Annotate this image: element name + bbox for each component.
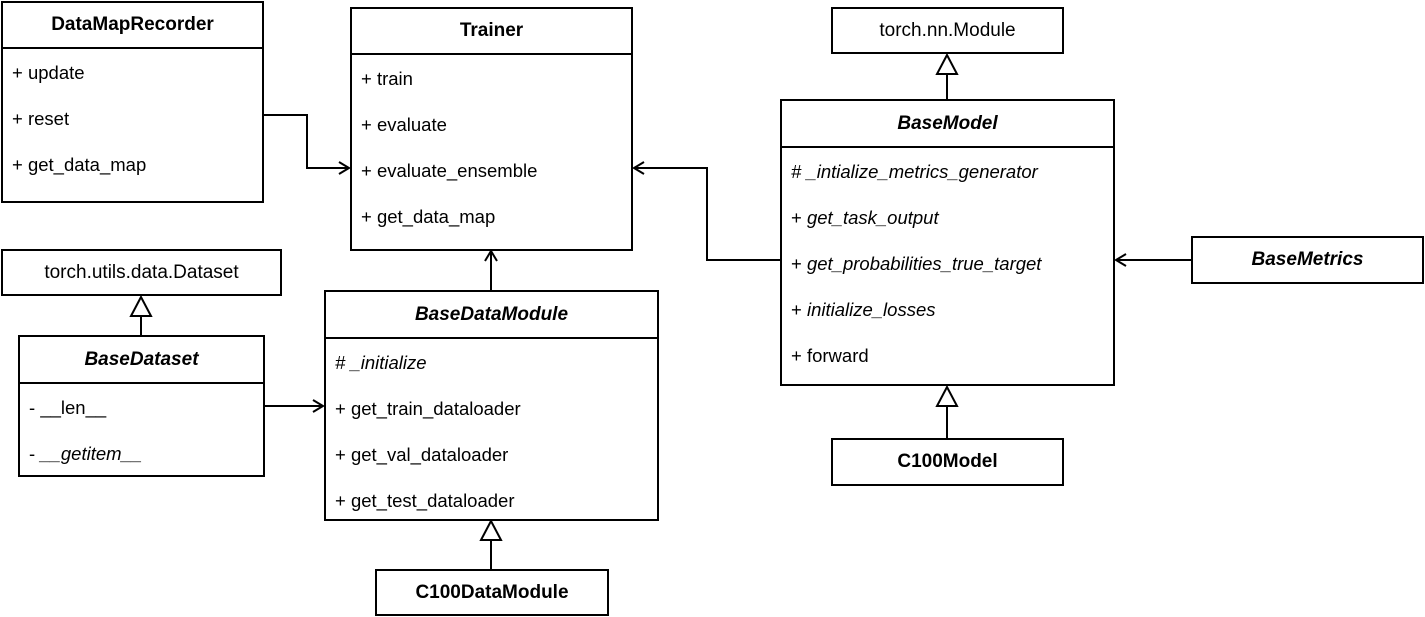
inheritance-triangle-icon xyxy=(935,52,959,75)
member-item: + get_train_dataloader xyxy=(326,389,657,435)
member-name: _intialize_metrics_generator xyxy=(806,161,1038,182)
member-name: __getitem__ xyxy=(40,443,143,464)
arrowhead-open xyxy=(312,399,325,413)
class-torch-utils-data-dataset[interactable]: torch.utils.data.Dataset xyxy=(1,249,282,296)
member-item: + initialize_losses xyxy=(782,290,1113,336)
member-item: + reset xyxy=(3,99,262,145)
member-item: - __getitem__ xyxy=(20,434,263,480)
member-name: evaluate xyxy=(376,114,447,135)
class-trainer[interactable]: Trainer + train + evaluate + evaluate_en… xyxy=(350,7,633,251)
member-item: + update xyxy=(3,53,262,99)
visibility-marker: + xyxy=(335,444,346,465)
member-item: + evaluate xyxy=(352,105,631,151)
member-item: + evaluate_ensemble xyxy=(352,151,631,197)
member-name: get_val_dataloader xyxy=(350,444,509,465)
class-name: BaseMetrics xyxy=(1251,249,1364,270)
member-name: get_train_dataloader xyxy=(350,398,521,419)
member-name: get_test_dataloader xyxy=(350,490,515,511)
visibility-marker: + xyxy=(791,207,802,228)
inheritance-triangle-icon xyxy=(479,518,503,541)
class-name: DataMapRecorder xyxy=(3,3,262,49)
visibility-marker: + xyxy=(791,253,802,274)
class-datamaprecorder[interactable]: DataMapRecorder + update + reset + get_d… xyxy=(1,1,264,203)
member-name: get_data_map xyxy=(376,206,496,227)
visibility-marker: + xyxy=(335,490,346,511)
member-name: reset xyxy=(27,108,70,129)
member-list: # _initialize + get_train_dataloader + g… xyxy=(326,339,657,527)
member-list: - __len__ - __getitem__ xyxy=(20,384,263,480)
member-name: train xyxy=(376,68,413,89)
arrowhead-open xyxy=(338,161,351,175)
member-item: # _intialize_metrics_generator xyxy=(782,152,1113,198)
class-torch-nn-module[interactable]: torch.nn.Module xyxy=(831,7,1064,54)
member-item: + forward xyxy=(782,336,1113,382)
member-name: get_probabilities_true_target xyxy=(806,253,1042,274)
visibility-marker: + xyxy=(12,62,23,83)
visibility-marker: + xyxy=(791,299,802,320)
class-name: Trainer xyxy=(352,9,631,55)
visibility-marker: + xyxy=(361,206,372,227)
inheritance-triangle-icon xyxy=(129,294,153,317)
arrowhead-open xyxy=(1114,253,1127,267)
visibility-marker: - xyxy=(29,397,36,418)
class-name: BaseDataset xyxy=(20,337,263,384)
member-name: _initialize xyxy=(350,352,427,373)
inheritance-triangle-icon xyxy=(935,384,959,407)
class-c100datamodule[interactable]: C100DataModule xyxy=(375,569,609,616)
member-list: + train + evaluate + evaluate_ensemble +… xyxy=(352,55,631,243)
member-item: - __len__ xyxy=(20,388,263,434)
arrowhead-open xyxy=(484,249,498,262)
class-name: C100DataModule xyxy=(415,581,569,603)
visibility-marker: # xyxy=(335,352,346,373)
visibility-marker: + xyxy=(361,160,372,181)
visibility-marker: + xyxy=(361,114,372,135)
arrowhead-open xyxy=(632,161,645,175)
member-list: # _intialize_metrics_generator + get_tas… xyxy=(782,148,1113,382)
member-item: + train xyxy=(352,59,631,105)
member-name: get_task_output xyxy=(806,207,939,228)
visibility-marker: + xyxy=(12,108,23,129)
visibility-marker: + xyxy=(791,345,802,366)
class-basemetrics[interactable]: BaseMetrics xyxy=(1191,236,1424,284)
visibility-marker: # xyxy=(791,161,802,182)
member-name: evaluate_ensemble xyxy=(376,160,538,181)
member-name: get_data_map xyxy=(27,154,147,175)
visibility-marker: + xyxy=(12,154,23,175)
class-name: C100Model xyxy=(897,451,998,472)
visibility-marker: + xyxy=(361,68,372,89)
member-item: + get_test_dataloader xyxy=(326,481,657,527)
edge-basemodel-to-trainer xyxy=(634,167,781,261)
class-name: torch.nn.Module xyxy=(879,19,1016,41)
member-item: + get_data_map xyxy=(352,197,631,243)
class-name: torch.utils.data.Dataset xyxy=(44,261,239,283)
member-item: + get_val_dataloader xyxy=(326,435,657,481)
member-item: + get_data_map xyxy=(3,145,262,191)
class-name: BaseDataModule xyxy=(326,292,657,339)
member-name: __len__ xyxy=(40,397,107,418)
member-name: forward xyxy=(806,345,869,366)
class-basemodel[interactable]: BaseModel # _intialize_metrics_generator… xyxy=(780,99,1115,386)
class-basedataset[interactable]: BaseDataset - __len__ - __getitem__ xyxy=(18,335,265,477)
member-item: + get_task_output xyxy=(782,198,1113,244)
member-list: + update + reset + get_data_map xyxy=(3,49,262,191)
member-item: + get_probabilities_true_target xyxy=(782,244,1113,290)
visibility-marker: - xyxy=(29,443,36,464)
class-name: BaseModel xyxy=(782,101,1113,148)
class-basedatamodule[interactable]: BaseDataModule # _initialize + get_train… xyxy=(324,290,659,521)
edge-datamaprecorder-to-trainer xyxy=(263,114,349,169)
class-c100model[interactable]: C100Model xyxy=(831,438,1064,486)
member-item: # _initialize xyxy=(326,343,657,389)
visibility-marker: + xyxy=(335,398,346,419)
member-name: update xyxy=(27,62,85,83)
member-name: initialize_losses xyxy=(806,299,936,320)
